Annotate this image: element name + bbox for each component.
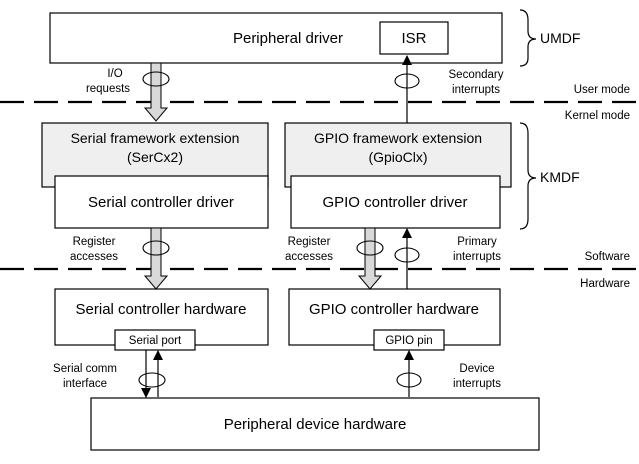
gpio-fx-title: GPIO framework extension [314,130,482,146]
kmdf-label: KMDF [540,169,580,185]
primary-interrupts-arrow [394,228,420,289]
umdf-label: UMDF [540,30,580,46]
kmdf-brace [519,122,537,230]
register-accesses-left-label-2: accesses [70,251,118,263]
serial-controller-driver-label: Serial controller driver [88,194,234,211]
user-mode-label: User mode [574,84,630,96]
peripheral-device-hardware-box: Peripheral device hardware [90,397,540,451]
gpio-controller-driver-box: GPIO controller driver [290,175,501,229]
io-requests-arrow [142,62,170,122]
serial-comm-interface-arrows [138,350,166,398]
peripheral-driver-box: Peripheral driver ISR [49,12,503,64]
io-requests-label-2: requests [86,83,130,95]
serial-port-label: Serial port [129,335,182,347]
serial-controller-hw-label: Serial controller hardware [76,301,247,318]
register-accesses-right-label-2: accesses [285,251,333,263]
primary-interrupts-label-2: interrupts [453,251,501,263]
gpio-fx-subtitle: (GpioClx) [368,149,427,165]
device-interrupts-label-1: Device [459,363,494,375]
peripheral-driver-label: Peripheral driver [233,30,343,47]
secondary-interrupts-label-1: Secondary [449,69,504,81]
register-accesses-right-arrow [356,227,384,290]
umdf-brace [519,9,537,67]
kernel-mode-label: Kernel mode [565,110,630,122]
io-requests-label-1: I/O [107,68,122,80]
register-accesses-left-label-1: Register [73,236,116,248]
secondary-interrupts-label-2: interrupts [452,84,500,96]
register-accesses-left-arrow [142,227,170,290]
serial-comm-label-2: interface [63,378,107,390]
gpio-controller-hardware-box: GPIO controller hardware GPIO pin [288,288,501,351]
peripheral-device-hw-label: Peripheral device hardware [224,416,407,433]
secondary-interrupts-arrow [394,55,420,123]
hardware-label: Hardware [580,278,630,290]
gpio-pin-label: GPIO pin [385,335,432,347]
serial-controller-driver-box: Serial controller driver [54,175,269,229]
isr-box [379,21,449,55]
software-label: Software [585,251,630,263]
gpio-controller-driver-label: GPIO controller driver [322,194,467,211]
register-accesses-right-label-1: Register [288,236,331,248]
serial-controller-hardware-box: Serial controller hardware Serial port [54,288,269,351]
isr-label: ISR [401,30,426,47]
primary-interrupts-label-1: Primary [457,236,497,248]
serial-comm-label-1: Serial comm [53,363,117,375]
serial-fx-title: Serial framework extension [71,130,240,146]
serial-fx-subtitle: (SerCx2) [127,149,183,165]
gpio-controller-hw-label: GPIO controller hardware [309,301,479,318]
device-interrupts-arrow [396,350,422,397]
device-interrupts-label-2: interrupts [453,378,501,390]
